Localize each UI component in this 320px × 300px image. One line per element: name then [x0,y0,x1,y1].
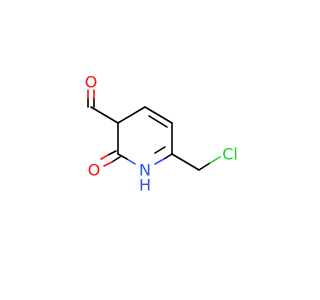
bond-c6-n1-carbon-half [163,153,173,160]
bond-c3-c4 [117,106,146,124]
bond-c2-o-oxygen-half-a [100,154,109,160]
aldehyde-oxygen-label: O [85,73,98,92]
bond-c4-c5 [144,106,173,124]
chlorine-label: Cl [222,145,238,164]
bond-ch2-cl-carbon-half [198,162,211,171]
bond-ch2-cl-chlorine-half [209,156,221,164]
bond-c4-c5-double [148,115,168,128]
bond-n1-c2-nitrogen-half [126,158,136,165]
bond-c2-o-carbon-half-a [107,150,117,156]
molecule-structure: O O N H Cl [85,73,238,195]
bond-n1-c2-carbon-half [117,153,128,160]
bond-c6-ch2 [171,153,200,171]
bond-c3-cho [90,106,119,124]
ketone-oxygen-label: O [88,161,101,180]
bond-c2-o-carbon-half-b [111,156,121,163]
ring-nitrogen-label: N [139,161,151,180]
bond-c6-n1-nitrogen-half [154,158,165,165]
bond-c2-o-oxygen-half-b [103,161,113,167]
ring-nitrogen-hydrogen-label: H [139,176,151,195]
bond-c6-n1-double [154,146,166,154]
